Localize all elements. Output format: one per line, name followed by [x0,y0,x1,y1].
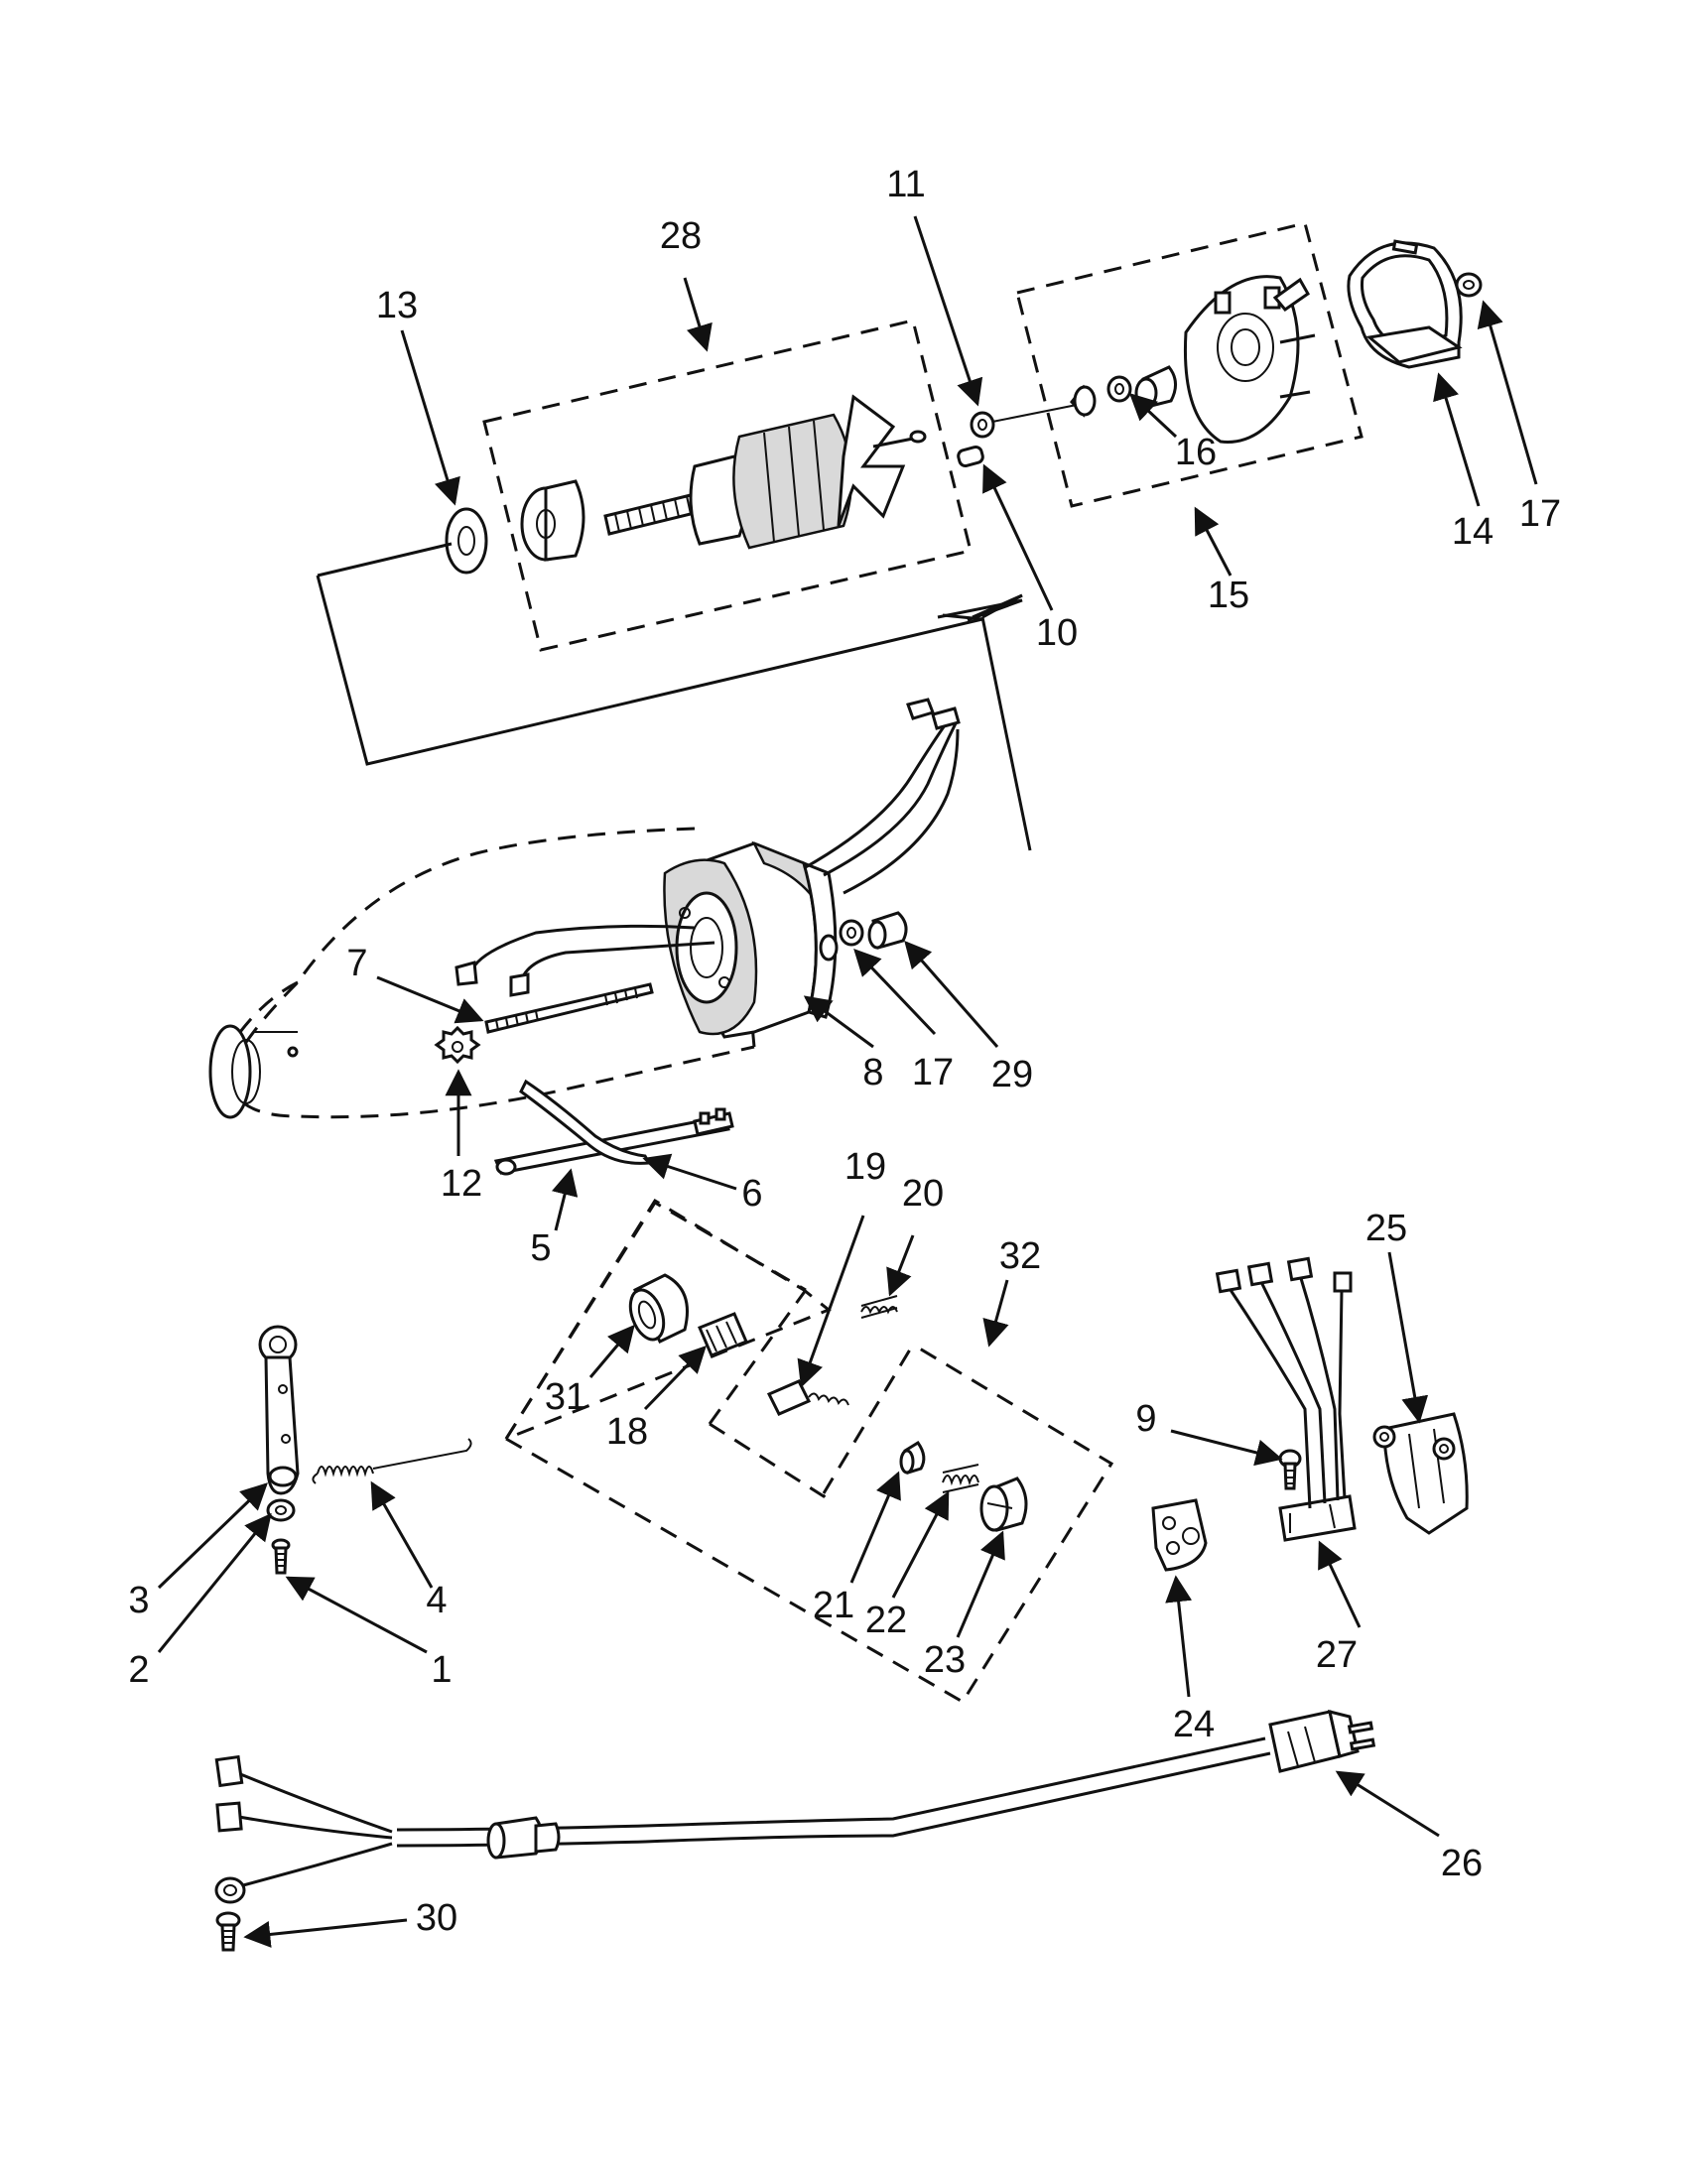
screw-30 [215,1911,241,1952]
label-29: 29 [991,1054,1033,1095]
bracket-25 [1372,1412,1469,1535]
spring-4 [312,1438,472,1484]
label-18: 18 [606,1411,648,1453]
label-16: 16 [1175,432,1217,473]
end-bell [1183,275,1300,444]
lock-washer-12 [434,1025,481,1065]
label-7: 7 [346,943,367,984]
label-12: 12 [441,1163,482,1205]
spring-22 [942,1464,979,1493]
label-15: 15 [1208,575,1249,616]
label-26: 26 [1441,1843,1483,1884]
spacer-10 [957,446,984,467]
label-9: 9 [1135,1398,1156,1440]
terminal-block-24 [1151,1498,1208,1572]
leader-lines [157,215,1538,1948]
nut-17-motor [839,919,864,947]
callout-labels: 1 2 3 4 5 6 7 8 9 10 11 12 13 14 15 16 1… [128,164,1561,1939]
cap-21 [899,1440,926,1475]
label-3: 3 [128,1580,149,1621]
washer-2 [266,1498,296,1522]
control-27 [1215,1256,1357,1542]
label-6: 6 [741,1173,762,1215]
label-17-motor: 17 [912,1052,954,1093]
cap-23 [979,1477,1028,1532]
label-27: 27 [1316,1634,1358,1676]
label-5: 5 [530,1227,551,1269]
armature-core [732,413,853,550]
screw-7 [484,982,654,1034]
label-30: 30 [416,1897,457,1939]
label-28: 28 [660,215,702,257]
label-1: 1 [431,1649,452,1691]
power-cord-26 [214,1709,1376,1904]
spring-20 [860,1295,898,1319]
housing-nose [208,1024,252,1119]
label-11: 11 [886,164,925,205]
end-bell-group-box [1015,221,1363,508]
label-2: 2 [128,1649,149,1691]
label-22: 22 [865,1600,907,1641]
label-20: 20 [902,1173,944,1215]
label-19: 19 [844,1146,886,1188]
label-25: 25 [1365,1208,1407,1249]
label-14: 14 [1452,511,1493,553]
lever-3 [258,1325,300,1495]
label-13: 13 [376,285,418,326]
nut-17-top [1455,272,1483,298]
label-32: 32 [999,1235,1041,1277]
armature-assembly [445,319,1078,652]
label-10: 10 [1036,612,1078,654]
brush-block-18 [698,1312,748,1357]
brush-19 [766,1379,849,1416]
label-31: 31 [545,1376,586,1418]
washer-11 [970,411,995,439]
screw-9 [1278,1449,1302,1490]
fan [837,394,906,527]
screw-1 [271,1538,291,1575]
label-8: 8 [862,1052,883,1093]
armature-group-box [482,319,973,652]
brush-group-box [504,1200,1114,1705]
label-24: 24 [1173,1704,1215,1745]
label-21: 21 [813,1585,854,1626]
washer-13 [445,507,488,575]
motor-housing [208,827,756,1119]
spacer-29 [867,911,908,950]
label-17-top: 17 [1519,493,1561,535]
motor-housing-outline [226,827,755,1119]
bracket-14 [1347,239,1463,369]
motor-field-8 [454,698,961,1039]
brush-holder-31 [628,1273,689,1345]
label-4: 4 [426,1580,447,1621]
washer-16 [1106,375,1132,403]
label-23: 23 [924,1639,966,1681]
strap-5 [493,1107,734,1176]
